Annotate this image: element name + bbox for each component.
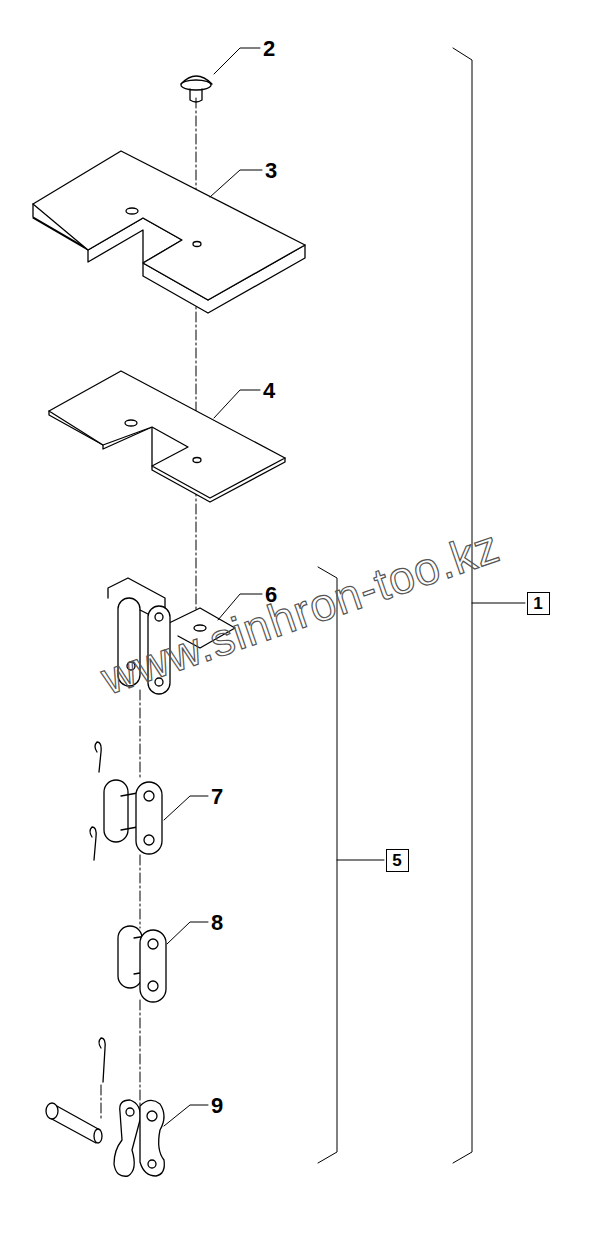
thin-plate (49, 371, 285, 502)
offset-link (46, 1038, 164, 1176)
callout-number: 2 (263, 38, 275, 60)
leader-line (164, 48, 262, 1126)
thick-plate (33, 151, 305, 313)
connecting-link (90, 742, 162, 860)
callout-number: 9 (211, 1095, 223, 1117)
callout-number: 1 (533, 595, 542, 612)
callout-box: 1 (527, 592, 550, 615)
callout-box: 5 (386, 849, 409, 872)
callout-number: 4 (263, 380, 275, 402)
callout-number: 3 (265, 160, 277, 182)
callout-number: 8 (211, 912, 223, 934)
callout-number: 7 (211, 786, 223, 808)
roller-link (118, 926, 166, 1002)
callout-number: 5 (392, 852, 401, 869)
carriage-bolt (181, 76, 212, 102)
